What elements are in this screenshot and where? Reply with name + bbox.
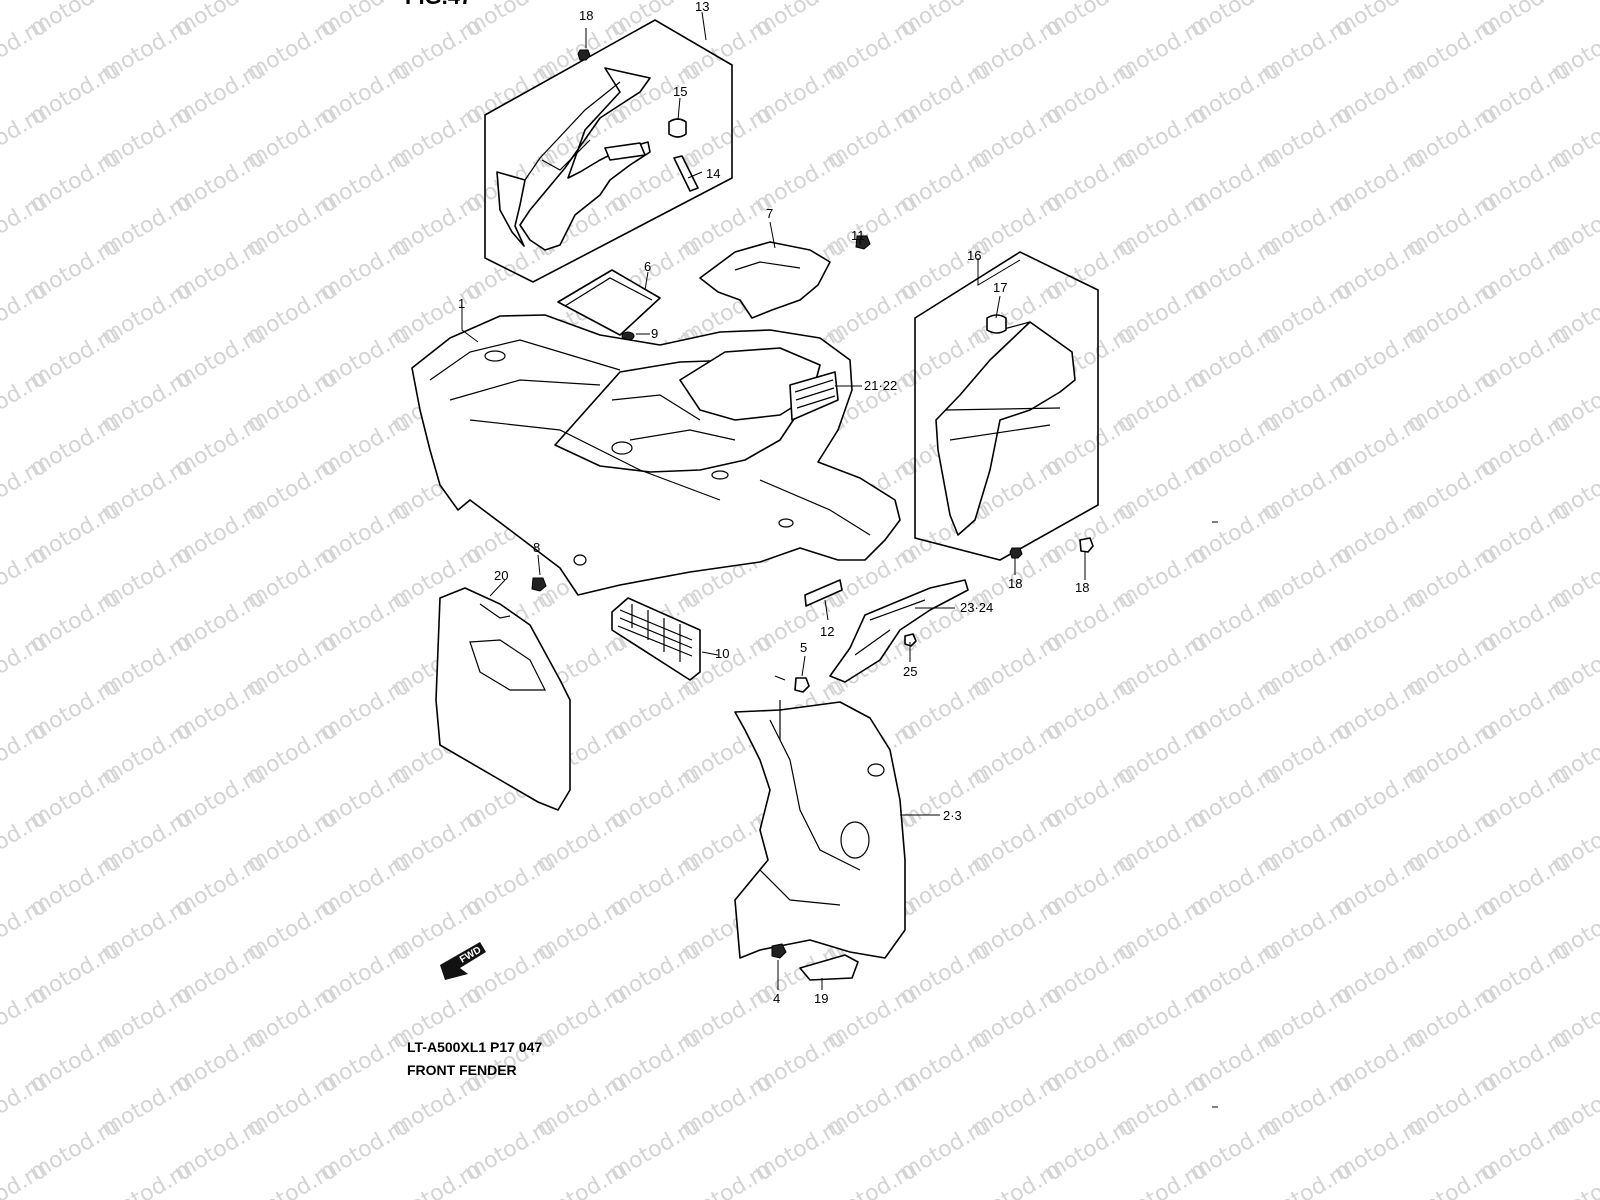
callout-18-mid: 18 — [1008, 576, 1022, 591]
callout-1: 1 — [458, 296, 465, 311]
part-19 — [799, 954, 859, 981]
callout-8: 8 — [533, 540, 540, 555]
part-17 — [986, 314, 1007, 334]
screw-18-right — [1079, 537, 1094, 553]
callout-18-right: 18 — [1075, 580, 1089, 595]
part-10 — [611, 597, 701, 681]
part-14 — [673, 155, 699, 192]
part-13-group — [484, 19, 733, 283]
callout-4: 4 — [773, 991, 780, 1006]
callout-23-24: 23·24 — [960, 600, 993, 615]
figure-title: FRONT FENDER — [407, 1062, 517, 1078]
part-23-24 — [829, 579, 969, 683]
callout-17: 17 — [993, 280, 1007, 295]
callout-25: 25 — [903, 664, 917, 679]
callout-20: 20 — [494, 568, 508, 583]
fwd-label: FWD — [458, 945, 483, 966]
part-4 — [771, 943, 787, 959]
part-6 — [557, 269, 661, 336]
callout-18-top: 18 — [579, 8, 593, 23]
callout-6: 6 — [644, 259, 651, 274]
callout-13: 13 — [695, 0, 709, 14]
part-15 — [668, 118, 687, 138]
callout-5: 5 — [800, 640, 807, 655]
callout-7: 7 — [766, 206, 773, 221]
part-20 — [435, 587, 571, 811]
callout-11: 11 — [851, 228, 865, 243]
callout-12: 12 — [820, 624, 834, 639]
callout-2-3: 2·3 — [943, 808, 962, 823]
part-16-group — [914, 251, 1099, 561]
part-1-front-fender — [411, 314, 901, 596]
part-11 — [855, 235, 871, 250]
model-code: LT-A500XL1 P17 047 — [407, 1039, 542, 1055]
part-2-3-inner-fender — [734, 700, 906, 959]
part-8 — [531, 577, 547, 592]
callout-16: 16 — [967, 248, 981, 263]
callout-14: 14 — [706, 166, 720, 181]
screw-18-top — [577, 49, 591, 61]
fwd-arrow-icon: FWD — [440, 942, 486, 980]
part-5 — [794, 677, 810, 693]
callout-19: 19 — [814, 991, 828, 1006]
part-12 — [804, 579, 843, 607]
callout-9: 9 — [651, 326, 658, 341]
part-25 — [904, 633, 917, 647]
callout-labels: 18 13 15 14 7 11 6 1 9 16 17 21·22 8 20 … — [458, 0, 1089, 1006]
callout-15: 15 — [673, 84, 687, 99]
callout-10: 10 — [715, 646, 729, 661]
callout-21-22: 21·22 — [864, 378, 897, 393]
figure-header: FIG.47 — [405, 0, 472, 9]
screw-18-mid — [1009, 547, 1023, 559]
leader-lines — [461, 11, 1086, 990]
part-7 — [699, 241, 831, 319]
